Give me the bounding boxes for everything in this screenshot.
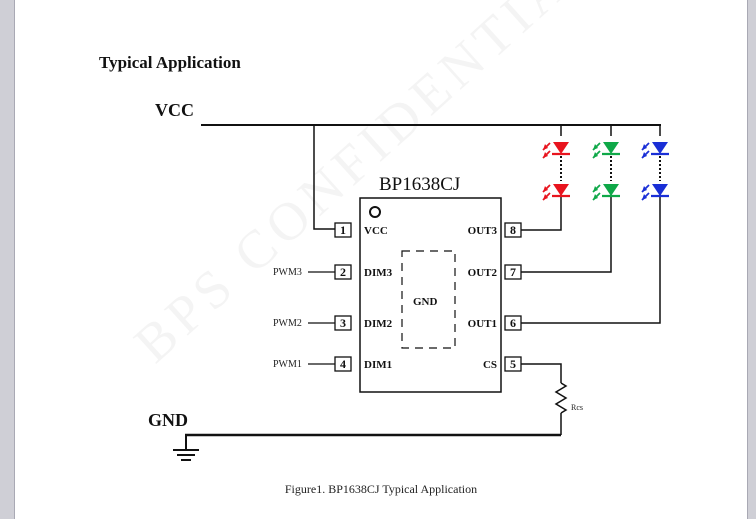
pad-gnd-label: GND: [413, 296, 438, 308]
svg-text:5: 5: [510, 357, 516, 371]
led-diode: [641, 184, 669, 201]
svg-text:8: 8: [510, 223, 516, 237]
green-led-string: [592, 142, 620, 201]
ground-symbol: [173, 435, 199, 461]
led-diode: [542, 142, 570, 159]
vcc-rail-label: VCC: [155, 100, 194, 120]
gnd-rail-label: GND: [148, 410, 188, 430]
led-diode: [592, 184, 620, 201]
svg-text:7: 7: [510, 265, 516, 279]
right-scrollbar[interactable]: [747, 0, 756, 519]
led-diode: [641, 142, 669, 159]
chip-body: [359, 197, 502, 393]
rcs-resistor: [554, 382, 568, 414]
pin-5: 5 CS: [483, 356, 522, 372]
svg-text:DIM2: DIM2: [364, 318, 393, 330]
led-diode: [592, 142, 620, 159]
cs-wire: [521, 363, 562, 383]
pwm1-input: PWM1: [273, 359, 335, 370]
svg-text:2: 2: [340, 265, 346, 279]
schematic-diagram: BPS CONFIDENTIAL VCC GND BP1638CJ GND 1 …: [123, 0, 669, 461]
pwm2-input: PWM2: [273, 318, 335, 329]
pin-6: 6 OUT1: [468, 315, 522, 331]
red-led-string: [542, 142, 570, 201]
svg-text:3: 3: [340, 316, 346, 330]
svg-text:PWM1: PWM1: [273, 359, 302, 370]
svg-text:1: 1: [340, 223, 346, 237]
svg-text:PWM3: PWM3: [273, 267, 302, 278]
svg-text:PWM2: PWM2: [273, 318, 302, 329]
out1-wire: [521, 190, 661, 324]
section-title: Typical Application: [99, 53, 241, 72]
pin-3: 3 DIM2: [334, 315, 393, 331]
pin-4: 4 DIM1: [334, 356, 392, 372]
figure-caption: Figure1. BP1638CJ Typical Application: [284, 482, 478, 496]
chip-name: BP1638CJ: [379, 174, 460, 195]
svg-text:4: 4: [340, 357, 346, 371]
svg-text:VCC: VCC: [364, 225, 388, 237]
pin-2: 2 DIM3: [334, 264, 393, 280]
svg-text:OUT1: OUT1: [468, 318, 497, 330]
svg-text:CS: CS: [483, 359, 497, 371]
svg-text:DIM1: DIM1: [364, 359, 392, 371]
svg-text:DIM3: DIM3: [364, 267, 393, 279]
blue-led-string: [641, 142, 669, 201]
left-window-border: [0, 0, 15, 519]
pin-1: 1 VCC: [334, 222, 388, 238]
pin1-marker: [369, 206, 381, 218]
svg-text:OUT2: OUT2: [468, 267, 498, 279]
document-page: Typical Application BPS CONFIDENTIAL VCC…: [15, 0, 747, 519]
pin-8: 8 OUT3: [468, 222, 522, 238]
out2-wire: [521, 190, 612, 273]
pwm3-input: PWM3: [273, 267, 335, 278]
exposed-pad-outline: [401, 250, 456, 349]
rcs-label: Rcs: [571, 403, 583, 412]
svg-text:6: 6: [510, 316, 516, 330]
svg-text:OUT3: OUT3: [468, 225, 498, 237]
pin-7: 7 OUT2: [468, 264, 522, 280]
led-diode: [542, 184, 570, 201]
out3-wire: [521, 190, 562, 231]
